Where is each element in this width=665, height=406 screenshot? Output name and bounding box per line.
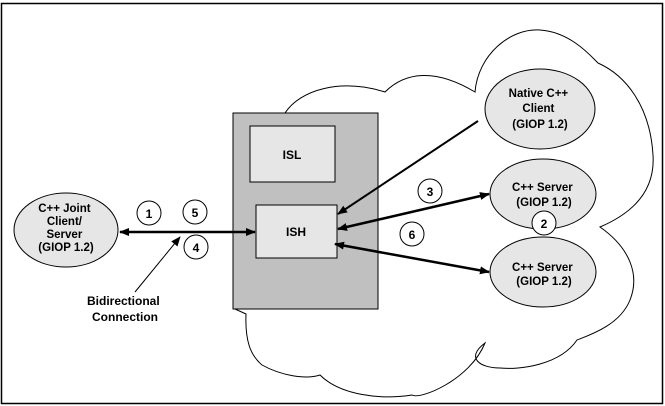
native-client-node: Native C++ Client (GIOP 1.2) (484, 68, 596, 150)
svg-text:Bidirectional Connection: Bidirectional Connection (87, 294, 163, 324)
ish-server1-arrow (337, 192, 490, 231)
annotation-line-2: Connection (92, 310, 158, 324)
step-marker-5: 5 (182, 199, 208, 225)
cpp-server-1-node: C++ Server (GIOP 1.2) (489, 158, 597, 230)
step-marker-6: 6 (399, 221, 425, 247)
cpp-server-2-node: C++ Server (GIOP 1.2) (489, 236, 597, 308)
svg-text:C++ Server (GIOP 1.2): C++ Server (GIOP 1.2) (512, 182, 576, 209)
server2-line-2: (GIOP 1.2) (516, 276, 572, 288)
server1-line-2: (GIOP 1.2) (516, 197, 572, 209)
svg-text:5: 5 (192, 206, 199, 220)
svg-text:6: 6 (409, 228, 416, 242)
joint-line-2: Client/ (47, 216, 83, 228)
svg-text:3: 3 (427, 185, 434, 199)
joint-line-1: C++ Joint (38, 203, 91, 215)
joint-line-3: Server (46, 229, 82, 241)
native-line-2: Client (522, 103, 554, 115)
server2-line-1: C++ Server (512, 262, 573, 274)
svg-text:Native C++ Client: Native C++ Client (GIOP 1.2) (509, 88, 572, 131)
svg-text:C++ Server (GIOP 1.2): C++ Server (GIOP 1.2) (512, 262, 576, 288)
step-marker-4: 4 (183, 234, 209, 260)
native-line-3: (GIOP 1.2) (512, 119, 568, 131)
svg-text:1: 1 (146, 207, 153, 221)
ish-box: ISH (255, 204, 338, 259)
joint-line-4: (GIOP 1.2) (38, 242, 94, 254)
native-line-1: Native C++ (509, 88, 569, 100)
isl-label: ISL (283, 148, 302, 162)
server1-line-1: C++ Server (512, 182, 573, 194)
svg-text:4: 4 (193, 241, 200, 255)
svg-text:C++ Joint Client/: C++ Joint Client/ Server (GIOP 1.2) (38, 203, 94, 254)
svg-text:2: 2 (541, 217, 548, 231)
step-marker-1: 1 (136, 200, 162, 226)
isl-box: ISL (249, 125, 336, 183)
annotation-line-1: Bidirectional (87, 294, 160, 308)
ish-server2-arrow (334, 241, 490, 275)
joint-client-server-node: C++ Joint Client/ Server (GIOP 1.2) (13, 192, 119, 268)
step-marker-3: 3 (417, 178, 443, 204)
step-marker-2: 2 (531, 210, 557, 236)
ish-label: ISH (286, 225, 306, 239)
annotation-pointer-arrow (134, 236, 181, 293)
